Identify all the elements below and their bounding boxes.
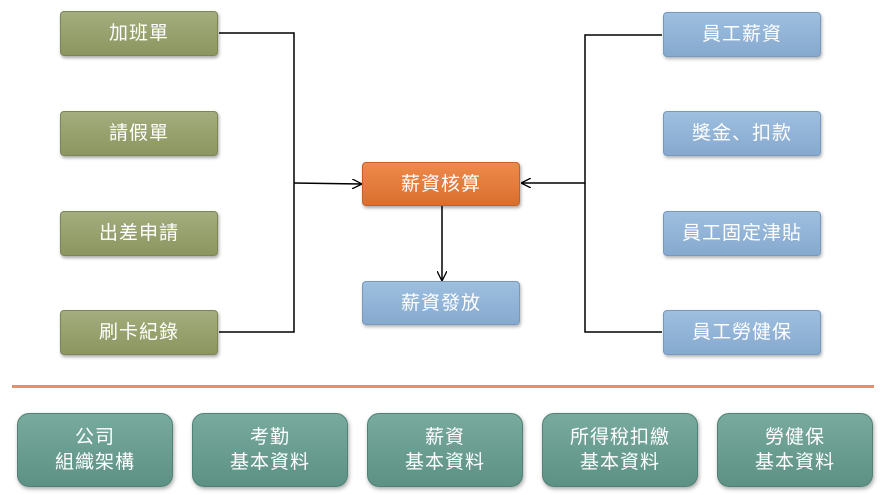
left-box-business-trip: 出差申請 [60,211,218,256]
base-box-organization: 公司 組織架構 [17,413,173,487]
right-box-bonus-deduction: 獎金、扣款 [663,111,821,156]
base-box-line1: 考勤 [249,426,290,449]
base-box-line2: 基本資料 [754,451,835,473]
base-box-line2: 基本資料 [229,451,310,473]
left-bracket-line [219,32,295,333]
left-box-leave: 請假單 [60,111,218,156]
base-box-line2: 基本資料 [579,451,660,473]
base-box-labor-health-insurance: 勞健保 基本資料 [717,413,873,487]
left-box-label: 出差申請 [98,222,179,245]
right-box-label: 員工薪資 [701,23,782,46]
right-box-salary: 員工薪資 [663,12,821,57]
base-box-attendance: 考勤 基本資料 [192,413,348,487]
process-box: 薪資核算 [362,162,520,206]
right-box-allowance: 員工固定津貼 [663,211,821,256]
right-box-label: 員工固定津貼 [681,222,802,245]
left-box-label: 刷卡紀錄 [98,321,179,344]
left-box-punch-record: 刷卡紀錄 [60,310,218,355]
base-box-salary: 薪資 基本資料 [367,413,523,487]
right-bracket-line [584,34,662,333]
base-box-line1: 薪資 [424,426,465,449]
section-divider [12,385,874,388]
left-box-overtime: 加班單 [60,11,218,56]
right-box-label: 獎金、扣款 [691,122,792,145]
base-box-line1: 公司 [74,426,115,449]
left-box-label: 加班單 [108,22,169,45]
right-box-label: 員工勞健保 [691,321,792,344]
base-box-income-tax: 所得稅扣繳 基本資料 [542,413,698,487]
output-box: 薪資發放 [362,281,520,325]
right-box-insurance: 員工勞健保 [663,310,821,355]
output-box-label: 薪資發放 [400,291,481,314]
base-box-line2: 基本資料 [404,451,485,473]
left-box-label: 請假單 [108,122,169,145]
base-box-line2: 組織架構 [54,451,135,473]
left-to-process-arrow [293,183,361,184]
process-box-label: 薪資核算 [400,172,481,195]
base-box-line1: 勞健保 [764,426,825,449]
base-box-line1: 所得稅扣繳 [569,426,670,449]
